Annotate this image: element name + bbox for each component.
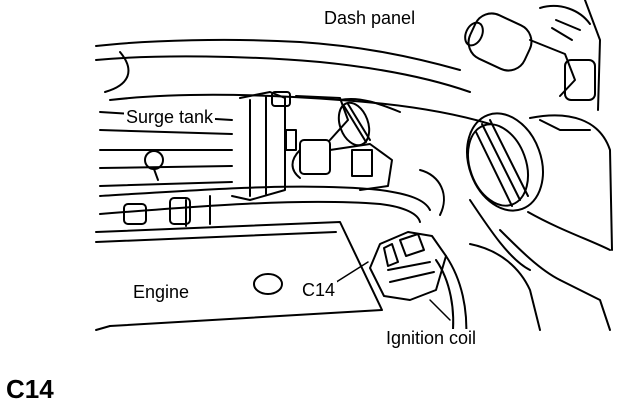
hoses bbox=[99, 169, 445, 227]
intake-duct bbox=[466, 112, 613, 271]
dash-panel-outline bbox=[95, 38, 491, 125]
throttle-body bbox=[144, 139, 393, 191]
dash-panel-label: Dash panel bbox=[322, 8, 418, 28]
figure-caption: C14 bbox=[6, 374, 54, 404]
engine-block bbox=[95, 221, 383, 331]
engine-label: Engine bbox=[131, 282, 192, 302]
ignition-coil-label: Ignition coil bbox=[384, 328, 479, 348]
ignition-coil bbox=[369, 229, 611, 341]
actuator-motor bbox=[464, 0, 601, 111]
connector-label: C14 bbox=[300, 280, 338, 300]
surge-tank-label: Surge tank bbox=[124, 107, 216, 127]
